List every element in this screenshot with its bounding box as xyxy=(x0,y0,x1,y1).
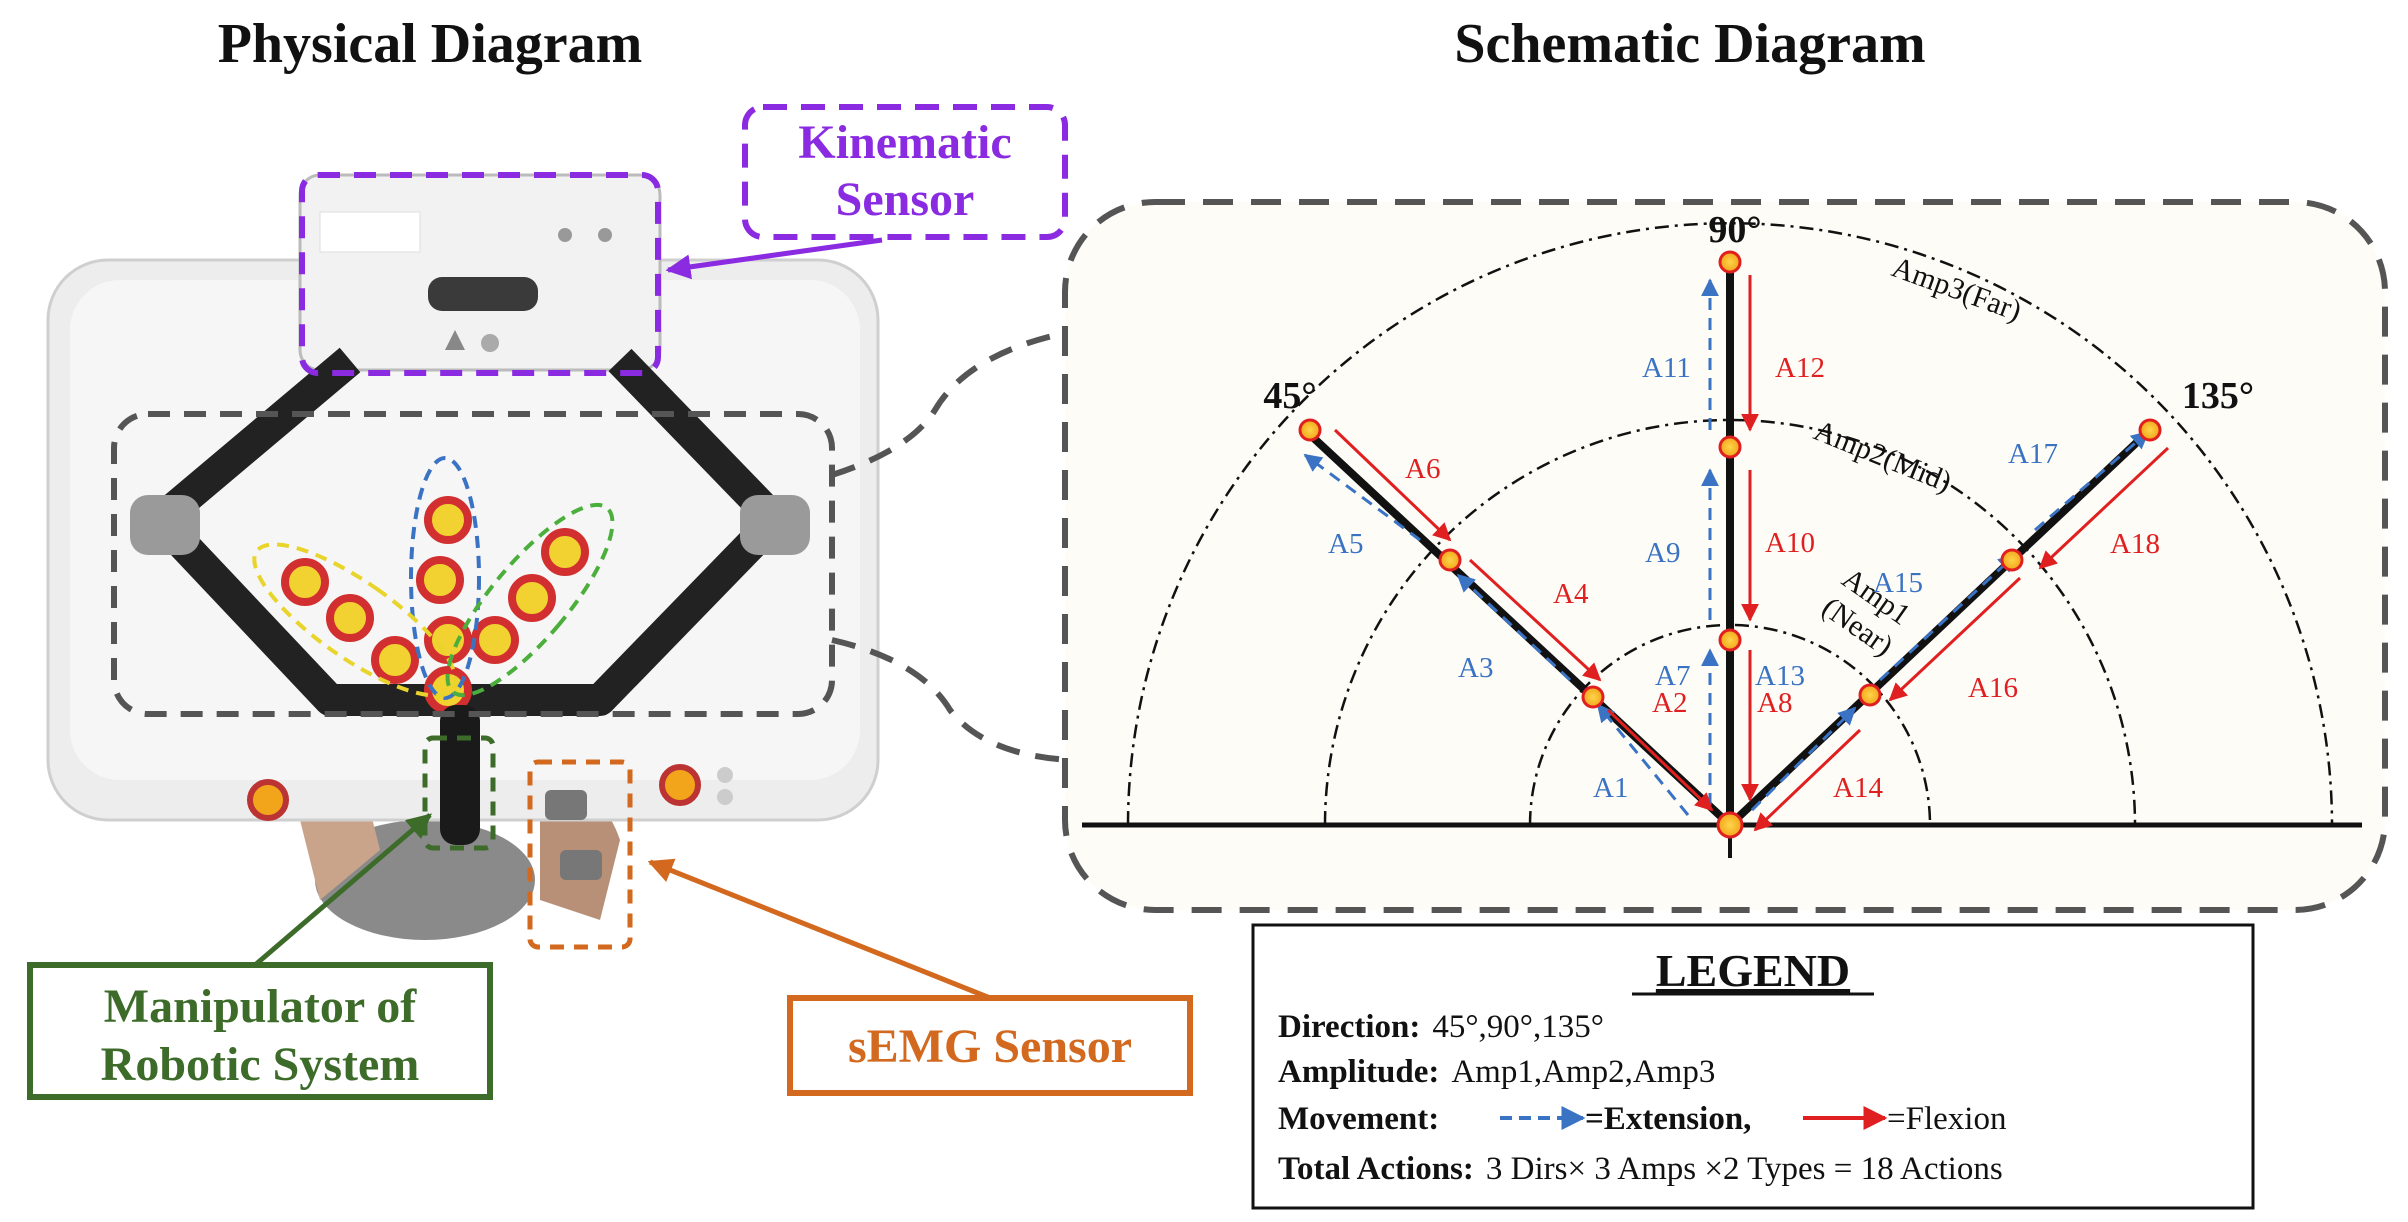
legend-movement-label: Movement: xyxy=(1278,1101,1439,1137)
target-nodes xyxy=(1298,250,2162,839)
manipulator-pointer-arrow xyxy=(253,813,432,967)
physical-diagram-title: Physical Diagram xyxy=(218,13,643,75)
label-a12: A12 xyxy=(1775,352,1825,384)
label-a7: A7 xyxy=(1655,660,1690,692)
label-a17: A17 xyxy=(2008,438,2058,470)
arrow-a4 xyxy=(1468,558,1602,682)
arrow-a6 xyxy=(1333,428,1452,542)
zoom-connector-bottom xyxy=(831,637,1071,763)
manipulator-label-1: Manipulator of xyxy=(104,980,417,1033)
port-icon-2 xyxy=(717,789,733,805)
arrow-a3 xyxy=(1456,573,1572,682)
angle-45-label: 45° xyxy=(1263,375,1316,417)
label-a1: A1 xyxy=(1593,772,1628,804)
kinematic-sensor-callout xyxy=(742,104,1068,240)
kinematic-sensor-label-1: Kinematic xyxy=(798,116,1011,169)
semg-electrode-2 xyxy=(560,850,602,880)
manipulator-callout xyxy=(27,962,493,1100)
manipulator-frame xyxy=(422,735,496,851)
legend-flexion-text: =Flexion xyxy=(1887,1101,2006,1137)
legend-direction-label: Direction: xyxy=(1278,1009,1420,1045)
legend-direction-value: 45°,90°,135° xyxy=(1432,1009,1604,1045)
arrow-a1 xyxy=(1596,703,1690,816)
workspace-frame xyxy=(111,411,835,717)
arrow-a13 xyxy=(1750,706,1857,812)
label-a13: A13 xyxy=(1755,660,1805,692)
right-arm-link xyxy=(455,348,791,716)
sensor-label-plate xyxy=(319,211,421,253)
label-a10: A10 xyxy=(1765,527,1815,559)
legend-extension-text: =Extension, xyxy=(1585,1101,1751,1137)
port-icon xyxy=(717,767,733,783)
legend-amplitude-label: Amplitude: xyxy=(1278,1054,1439,1090)
camera-lens-bar xyxy=(428,277,538,311)
action-labels: A1 A2 A3 A4 A5 A6 A7 A8 A9 A10 A11 A12 A… xyxy=(1328,352,2160,804)
arrow-a14 xyxy=(1753,728,1862,832)
label-a6: A6 xyxy=(1405,453,1440,485)
knob-icon xyxy=(481,334,499,352)
semg-label: sEMG Sensor xyxy=(848,1020,1132,1073)
legend-amplitude-row: Amplitude: Amp1,Amp2,Amp3 xyxy=(1278,1054,1715,1090)
semg-callout xyxy=(787,995,1193,1096)
semg-pointer-arrow xyxy=(647,858,991,1001)
left-joint xyxy=(130,495,200,555)
label-a16: A16 xyxy=(1968,672,2018,704)
loop-135 xyxy=(445,502,615,698)
angle-90-label: 90° xyxy=(1708,209,1761,251)
zoom-connector-top xyxy=(831,327,1081,478)
legend-amplitude-value: Amp1,Amp2,Amp3 xyxy=(1451,1054,1715,1090)
kinematic-pointer-arrow xyxy=(665,237,883,280)
angle-135-label: 135° xyxy=(2182,375,2254,417)
label-a11: A11 xyxy=(1642,352,1691,384)
label-a9: A9 xyxy=(1645,537,1680,569)
extension-arrows xyxy=(1303,278,2150,816)
ray-135 xyxy=(1727,427,2153,828)
label-a15: A15 xyxy=(1873,567,1923,599)
loop-90 xyxy=(409,456,481,700)
legend-total-value: 3 Dirs× 3 Amps ×2 Types = 18 Actions xyxy=(1486,1151,2003,1187)
semg-electrode xyxy=(545,790,587,820)
manipulator-handle xyxy=(440,705,480,845)
legend-box xyxy=(1251,923,2255,1210)
flexion-arrows xyxy=(1333,275,2170,832)
amplitude-arcs xyxy=(1126,221,2334,826)
legend-total-row: Total Actions: 3 Dirs× 3 Amps ×2 Types =… xyxy=(1278,1151,2003,1187)
label-a3: A3 xyxy=(1458,652,1493,684)
screw-icon-2 xyxy=(598,228,612,242)
legend-title: LEGEND xyxy=(1656,945,1850,996)
legend-total-label: Total Actions: xyxy=(1278,1151,1474,1187)
schematic-panel xyxy=(1062,199,2388,913)
kinematic-sensor-housing xyxy=(298,173,662,372)
screw-icon xyxy=(558,228,572,242)
robot-photo xyxy=(46,173,880,940)
arrow-a17 xyxy=(2034,430,2150,532)
arrow-a5 xyxy=(1303,453,1421,542)
label-a5: A5 xyxy=(1328,528,1363,560)
label-a2: A2 xyxy=(1652,687,1687,719)
schematic-diagram-title: Schematic Diagram xyxy=(1454,13,1925,75)
arrow-a18 xyxy=(2038,446,2170,570)
triangle-mark-icon xyxy=(445,330,465,350)
emergency-stop-right-icon xyxy=(659,764,701,806)
amp3-arc xyxy=(1126,221,2334,826)
label-a8: A8 xyxy=(1757,687,1792,719)
label-a18: A18 xyxy=(2110,528,2160,560)
target-dots xyxy=(281,496,589,714)
emergency-stop-left-icon xyxy=(247,779,289,821)
legend-direction-row: Direction: 45°,90°,135° xyxy=(1278,1009,1604,1045)
kinematic-sensor-label-2: Sensor xyxy=(836,173,975,226)
left-arm-link xyxy=(144,347,455,716)
arrow-a16 xyxy=(1888,576,2022,702)
label-a14: A14 xyxy=(1833,772,1883,804)
right-joint xyxy=(740,495,810,555)
arrow-a2 xyxy=(1606,708,1714,812)
label-a4: A4 xyxy=(1553,578,1589,610)
loop-45 xyxy=(252,542,458,698)
semg-frame xyxy=(527,759,633,950)
kinematic-sensor-frame xyxy=(299,172,661,376)
amp1-arc xyxy=(1528,623,1932,826)
arrow-a15 xyxy=(1878,553,2017,682)
manipulator-label-2: Robotic System xyxy=(101,1038,420,1091)
